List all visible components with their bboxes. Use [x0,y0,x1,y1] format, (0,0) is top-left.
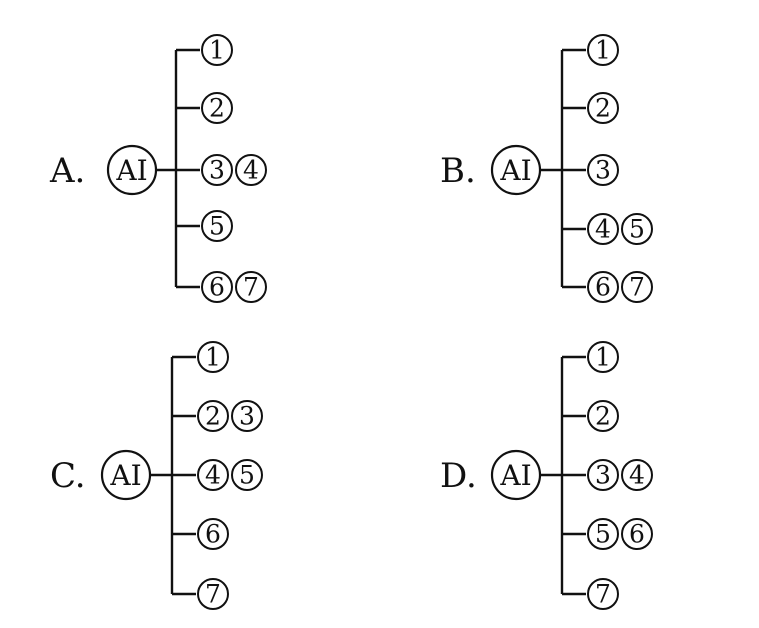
leaf-node-label: 4 [243,156,259,185]
leaf-node-circle [197,459,229,491]
leaf-node-label: 2 [595,402,611,431]
leaf-node-circle [587,578,619,610]
leaf-node-label: 1 [595,36,611,65]
option-letter: C. [50,456,86,496]
leaf-node-label: 5 [629,215,645,244]
leaf-node-label: 1 [595,343,611,372]
root-node-label: AI [499,154,531,187]
leaf-node-label: 7 [595,580,611,609]
root-node-label: AI [115,154,147,187]
leaf-node-circle [587,34,619,66]
leaf-node-circle [621,213,653,245]
leaf-node-circle [197,341,229,373]
leaf-node-circle [201,210,233,242]
leaf-node-circle [621,271,653,303]
leaf-node-label: 5 [595,520,611,549]
leaf-node-circle [235,271,267,303]
leaf-node-circle [587,518,619,550]
option-letter: B. [440,151,476,191]
leaf-node-label: 4 [205,461,221,490]
leaf-node-circle [587,459,619,491]
leaf-node-label: 1 [205,343,221,372]
leaf-node-label: 6 [629,520,645,549]
leaf-node-circle [197,400,229,432]
root-node-label: AI [499,459,531,492]
leaf-node-label: 5 [209,212,225,241]
leaf-node-label: 3 [595,461,611,490]
root-node-label: AI [109,459,141,492]
leaf-node-label: 6 [209,273,225,302]
leaf-node-label: 5 [239,461,255,490]
leaf-node-circle [201,154,233,186]
leaf-node-circle [587,400,619,432]
leaf-node-label: 3 [209,156,225,185]
leaf-node-circle [587,341,619,373]
leaf-node-label: 7 [629,273,645,302]
leaf-node-circle [197,578,229,610]
leaf-node-circle [587,213,619,245]
leaf-node-circle [231,400,263,432]
option-letter: A. [49,151,85,191]
leaf-node-circle [587,92,619,124]
leaf-node-label: 7 [205,580,221,609]
leaf-node-circle [587,154,619,186]
leaf-node-circle [235,154,267,186]
leaf-node-circle [621,459,653,491]
leaf-node-label: 2 [595,94,611,123]
leaf-node-label: 3 [239,402,255,431]
leaf-node-label: 2 [209,94,225,123]
leaf-node-label: 4 [595,215,611,244]
leaf-node-circle [201,92,233,124]
leaf-node-circle [621,518,653,550]
leaf-node-circle [587,271,619,303]
leaf-node-label: 2 [205,402,221,431]
leaf-node-label: 7 [243,273,259,302]
option-letter: D. [440,456,477,496]
leaf-node-circle [197,518,229,550]
leaf-node-circle [231,459,263,491]
leaf-node-label: 6 [595,273,611,302]
leaf-node-label: 6 [205,520,221,549]
leaf-node-circle [201,271,233,303]
leaf-node-circle [201,34,233,66]
leaf-node-label: 3 [595,156,611,185]
leaf-node-label: 1 [209,36,225,65]
leaf-node-label: 4 [629,461,645,490]
